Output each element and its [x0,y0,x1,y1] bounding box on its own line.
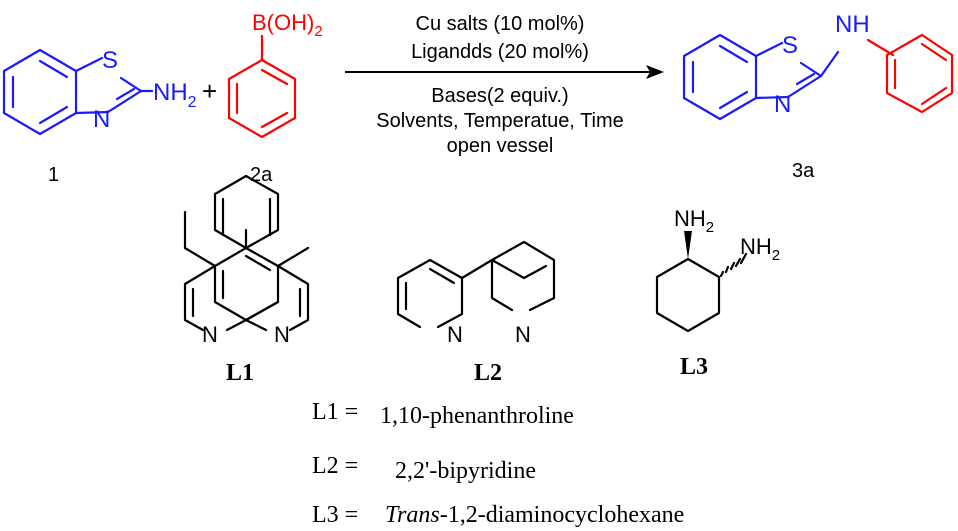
ligand-L2-structure [396,240,556,329]
compound-label-1: 1 [48,164,59,186]
condition-vessel: open vessel [447,135,554,157]
compound-label-2a: 2a [250,164,273,186]
p-nh-label: NH [835,11,870,38]
ligand-label-L3: L3 [680,354,708,380]
hash-bond [719,252,748,278]
p-nitrogen-atom: N [774,91,791,118]
wedge-bond [684,231,692,259]
boronic-acid-label: B(OH) [252,10,314,35]
condition-ligand: Ligandds (20 mol%) [411,41,589,63]
condition-catalyst: Cu salts (10 mol%) [416,13,585,35]
reaction-arrow-group: Cu salts (10 mol%) Ligandds (20 mol%) Ba… [345,13,664,157]
L3-amine-side: NH [740,234,772,259]
reactant-1-aminobenzothiazole: S N NH2 1 [2,47,197,186]
legend-key-L1: L1 = [312,399,358,425]
L3-amine-top: NH [674,206,706,231]
p-sulfur-atom: S [782,32,798,59]
ligand-L1-structure [183,174,310,332]
L1-n1: N [202,322,218,347]
svg-text:NH2: NH2 [674,206,714,236]
L2-n1: N [447,322,463,347]
svg-text:B(OH)2: B(OH)2 [252,10,323,40]
ligand-legend: L1 = 1,10-phenanthroline L2 = 2,2'-bipyr… [312,399,684,528]
arrow-head [646,65,664,79]
L2-n2: N [515,322,531,347]
L1-n2: N [274,322,290,347]
ligand-label-L2: L2 [474,360,502,386]
legend-key-L3: L3 = [312,502,358,528]
condition-solvent: Solvents, Temperatue, Time [376,110,624,132]
legend-name-L2: 2,2'-bipyridine [395,458,536,484]
ligand-L3-structure [655,231,748,333]
legend-name-L1: 1,10-phenanthroline [380,403,574,429]
reactant-2-phenylboronic-acid: B(OH)2 2a [227,10,323,186]
svg-text:Trans-1,2-diaminocyclohexane: Trans-1,2-diaminocyclohexane [385,502,684,528]
plus-sign: + [202,76,217,106]
legend-key-L2: L2 = [312,453,358,479]
compound-label-3a: 3a [792,160,815,182]
legend-italic-trans: Trans [385,502,440,528]
r1-nitrogen-atom: N [93,106,110,133]
product-3a: S N NH 3a [682,11,954,182]
ligand-label-L1: L1 [226,360,254,386]
legend-name-L3: -1,2-diaminocyclohexane [440,502,685,528]
svg-text:NH2: NH2 [740,234,780,264]
svg-text:NH2: NH2 [153,79,197,111]
r1-amine-label: NH [153,79,188,106]
condition-base: Bases(2 equiv.) [431,85,568,107]
r1-sulfur-atom: S [102,47,118,74]
